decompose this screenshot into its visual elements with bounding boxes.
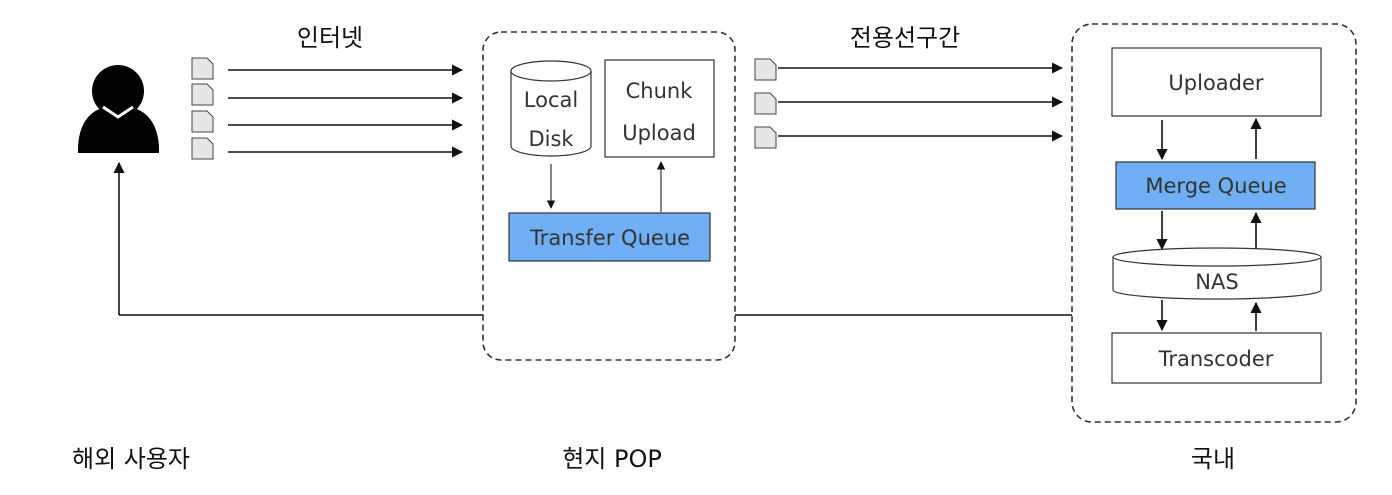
transfer-queue-box: [508, 212, 711, 262]
user-silhouette-icon: [78, 65, 159, 153]
local-disk-label: Local: [524, 88, 578, 112]
internet-label: 인터넷: [297, 24, 363, 52]
chunk-upload-label-2: Upload: [622, 121, 696, 145]
local-pop-container: [482, 31, 736, 361]
file-icon: [754, 126, 777, 149]
local-disk-cylinder: [510, 60, 592, 157]
domestic-label: 국내: [1191, 445, 1235, 473]
merge-queue-box: [1115, 161, 1316, 210]
uploader-box: [1111, 47, 1322, 117]
overseas-user-label: 해외 사용자: [72, 445, 190, 473]
file-icon: [754, 92, 777, 115]
transcoder-box: [1111, 332, 1322, 384]
internet-arrows: [228, 64, 464, 158]
local-pop-label: 현지 POP: [562, 445, 662, 473]
nas-label: NAS: [1195, 270, 1238, 294]
uploader-label: Uploader: [1168, 71, 1264, 95]
dedicated-line-label: 전용선구간: [850, 24, 960, 52]
local-disk-label-2: Disk: [528, 127, 574, 151]
file-icon: [191, 110, 214, 133]
dedicated-file-icons: [754, 58, 777, 149]
merge-queue-label: Merge Queue: [1145, 174, 1286, 198]
internet-file-icons: [191, 57, 214, 160]
file-icon: [191, 83, 214, 106]
file-icon: [191, 57, 214, 80]
chunk-upload-box: [604, 59, 715, 158]
transcoder-label: Transcoder: [1158, 347, 1274, 371]
transfer-queue-label: Transfer Queue: [529, 226, 690, 250]
nas-cylinder: [1112, 247, 1322, 300]
chunk-upload-label: Chunk: [626, 79, 694, 103]
domestic-container: [1071, 23, 1357, 423]
file-icon: [754, 58, 777, 81]
file-icon: [191, 137, 214, 160]
dedicated-arrows: [778, 62, 1064, 142]
return-path-line: [113, 161, 1072, 316]
